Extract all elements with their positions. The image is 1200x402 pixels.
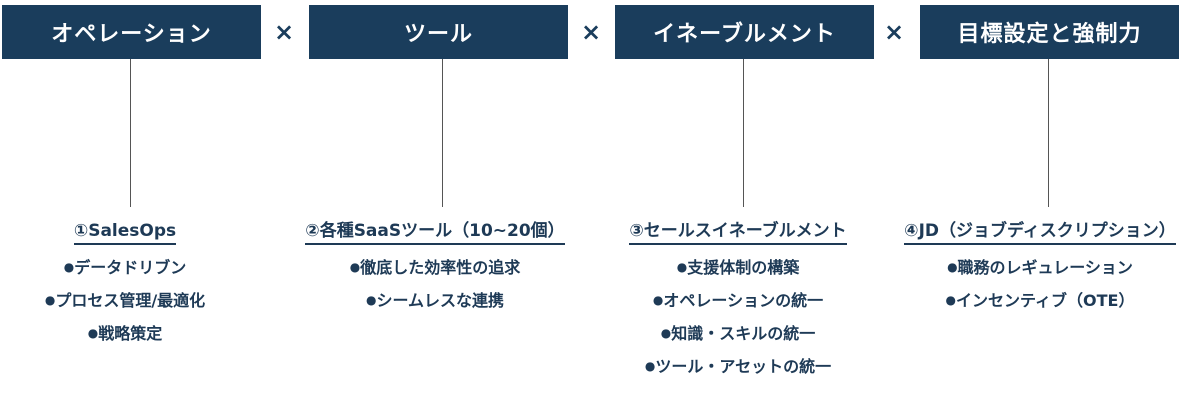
column-items-salesops: ●データドリブン ●プロセス管理/最適化 ●戦略策定 bbox=[0, 255, 275, 354]
connector-line-4 bbox=[1048, 59, 1049, 207]
header-tool-label: ツール bbox=[403, 22, 473, 47]
list-item: ●支援体制の構築 bbox=[676, 258, 800, 277]
bullet-icon: ● bbox=[945, 293, 956, 307]
bullet-icon: ● bbox=[365, 293, 377, 307]
column-items-enablement: ●支援体制の構築 ●オペレーションの統一 ●知識・スキルの統一 ●ツール・アセッ… bbox=[588, 255, 888, 387]
bullet-icon: ● bbox=[676, 260, 688, 274]
column-jd: ④JD（ジョブディスクリプション） ●職務のレギュレーション ●インセンティブ（… bbox=[890, 220, 1190, 321]
column-title-salesops: ①SalesOps bbox=[73, 220, 177, 245]
header-enablement: イネーブルメント bbox=[615, 5, 874, 59]
list-item: ●オペレーションの統一 bbox=[652, 291, 824, 310]
connector-line-2 bbox=[442, 59, 443, 207]
bullet-icon: ● bbox=[652, 293, 664, 307]
column-title-jd: ④JD（ジョブディスクリプション） bbox=[904, 220, 1176, 245]
list-item: ●職務のレギュレーション bbox=[947, 258, 1133, 277]
header-goal-setting: 目標設定と強制力 bbox=[920, 5, 1179, 59]
header-tool: ツール bbox=[309, 5, 568, 59]
list-item: ●インセンティブ（OTE） bbox=[945, 291, 1135, 310]
bullet-icon: ● bbox=[947, 260, 958, 274]
column-title-enablement: ③セールスイネーブルメント bbox=[629, 220, 847, 245]
list-item: ●知識・スキルの統一 bbox=[660, 324, 816, 343]
column-salesops: ①SalesOps ●データドリブン ●プロセス管理/最適化 ●戦略策定 bbox=[0, 220, 275, 354]
list-item: ●データドリブン bbox=[63, 258, 187, 277]
multiply-sign-2: × bbox=[580, 18, 602, 46]
list-item: ●ツール・アセットの統一 bbox=[644, 357, 832, 376]
bullet-icon: ● bbox=[644, 359, 656, 373]
bullet-icon: ● bbox=[660, 326, 672, 340]
column-items-saas-tools: ●徹底した効率性の追求 ●シームレスな連携 bbox=[285, 255, 585, 321]
header-operation: オペレーション bbox=[2, 5, 261, 59]
list-item: ●シームレスな連携 bbox=[365, 291, 504, 310]
multiply-sign-3: × bbox=[883, 18, 905, 46]
bullet-icon: ● bbox=[63, 260, 75, 274]
header-operation-label: オペレーション bbox=[51, 22, 212, 47]
header-goal-setting-label: 目標設定と強制力 bbox=[957, 22, 1142, 47]
bullet-icon: ● bbox=[87, 326, 99, 340]
column-saas-tools: ②各種SaaSツール（10~20個） ●徹底した効率性の追求 ●シームレスな連携 bbox=[285, 220, 585, 321]
multiply-sign-1: × bbox=[273, 18, 295, 46]
header-enablement-label: イネーブルメント bbox=[653, 22, 836, 47]
connector-line-3 bbox=[743, 59, 744, 207]
list-item: ●プロセス管理/最適化 bbox=[44, 291, 206, 310]
column-title-saas-tools: ②各種SaaSツール（10~20個） bbox=[305, 220, 565, 245]
bullet-icon: ● bbox=[349, 260, 361, 274]
column-items-jd: ●職務のレギュレーション ●インセンティブ（OTE） bbox=[890, 255, 1190, 321]
list-item: ●戦略策定 bbox=[87, 324, 163, 343]
bullet-icon: ● bbox=[44, 293, 56, 307]
list-item: ●徹底した効率性の追求 bbox=[349, 258, 521, 277]
column-enablement: ③セールスイネーブルメント ●支援体制の構築 ●オペレーションの統一 ●知識・ス… bbox=[588, 220, 888, 387]
connector-line-1 bbox=[130, 59, 131, 207]
